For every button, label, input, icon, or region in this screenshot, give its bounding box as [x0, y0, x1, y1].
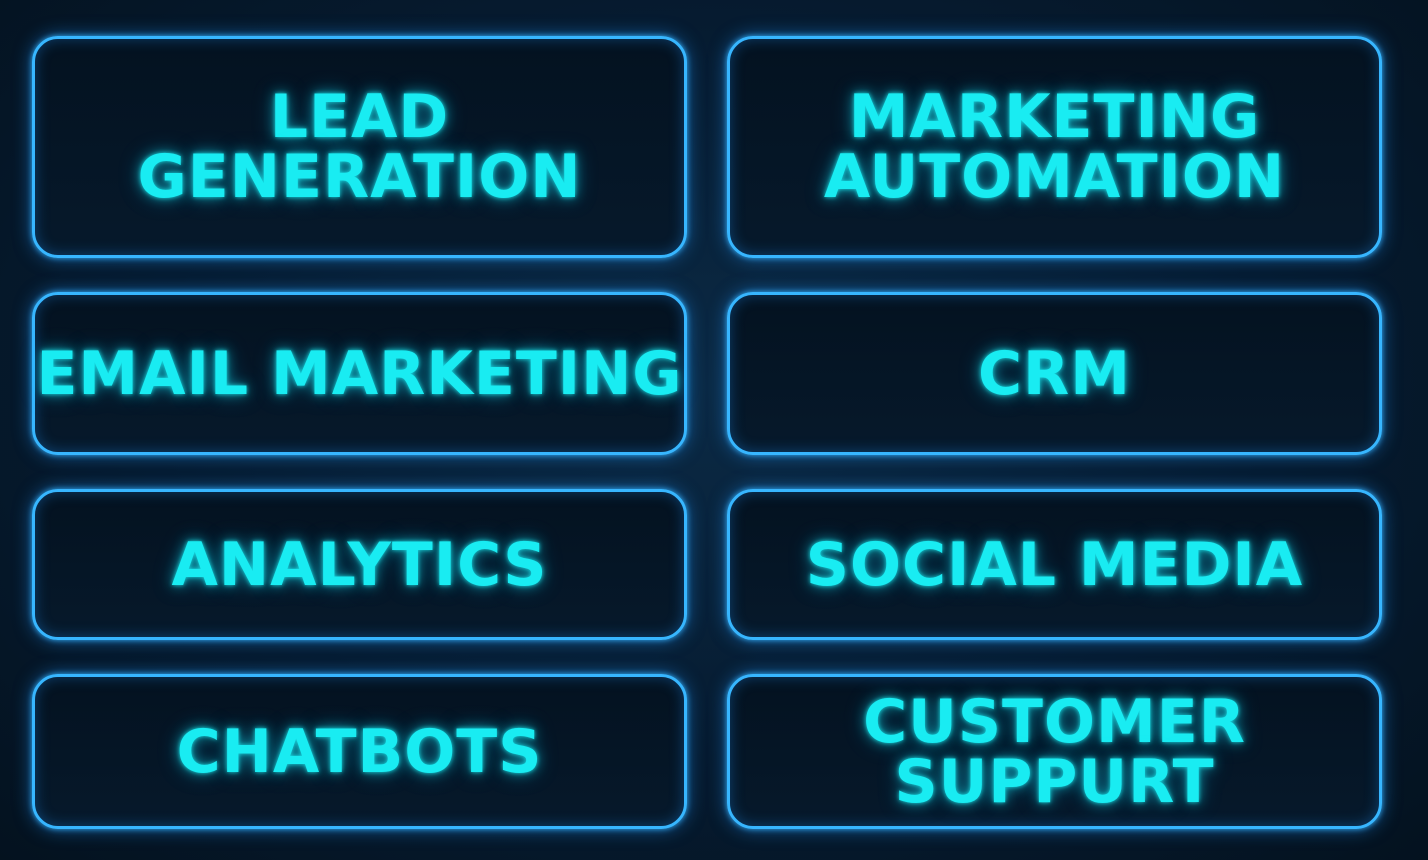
tile-email-marketing-label: EMAIL MARKETING [36, 338, 683, 409]
tile-chatbots[interactable]: CHATBOTS [32, 674, 687, 829]
tile-email-marketing[interactable]: EMAIL MARKETING [32, 292, 687, 455]
tile-analytics[interactable]: ANALYTICS [32, 489, 687, 640]
tile-crm[interactable]: CRM [727, 292, 1382, 455]
tile-chatbots-label: CHATBOTS [176, 716, 543, 787]
tile-lead-generation-label: LEAD GENERATION [137, 82, 582, 212]
tile-marketing-automation-label: MARKETING AUTOMATION [823, 82, 1286, 212]
tile-customer-support-label: CUSTOMER SUPPURT [863, 686, 1246, 817]
tile-social-media[interactable]: SOCIAL MEDIA [727, 489, 1382, 640]
tile-lead-generation[interactable]: LEAD GENERATION [32, 36, 687, 258]
tile-analytics-label: ANALYTICS [171, 529, 548, 600]
tile-customer-support[interactable]: CUSTOMER SUPPURT [727, 674, 1382, 829]
tile-social-media-label: SOCIAL MEDIA [805, 529, 1304, 600]
tile-marketing-automation[interactable]: MARKETING AUTOMATION [727, 36, 1382, 258]
tile-crm-label: CRM [978, 338, 1131, 409]
